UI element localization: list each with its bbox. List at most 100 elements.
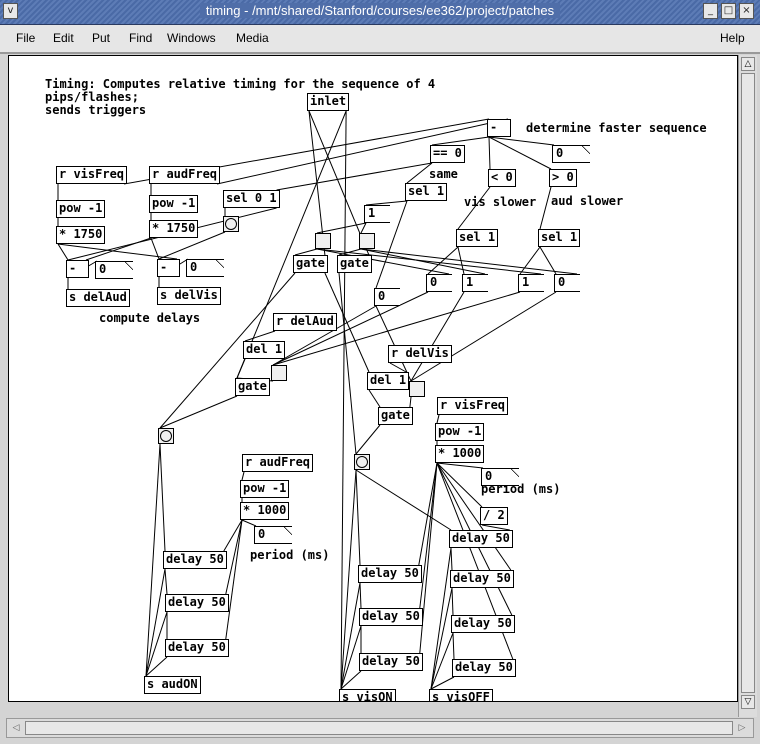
patch-cord[interactable]: [316, 248, 542, 275]
patch-cord[interactable]: [159, 272, 296, 429]
divide-object[interactable]: / 2: [480, 507, 508, 525]
patch-cord[interactable]: [365, 200, 408, 206]
window-menu-icon[interactable]: v: [3, 3, 18, 19]
delay-object[interactable]: delay 50: [165, 594, 229, 612]
message-box[interactable]: 1: [364, 205, 390, 223]
receive-visfreq-object[interactable]: r visFreq: [56, 166, 128, 184]
select-object[interactable]: sel 0 1: [223, 190, 280, 208]
patch-cord[interactable]: [216, 118, 509, 185]
less-than-object[interactable]: < 0: [488, 169, 516, 187]
delay-object[interactable]: delay 50: [451, 615, 515, 633]
patch-cord[interactable]: [451, 587, 454, 616]
patch-cord[interactable]: [389, 362, 407, 373]
patch-cord[interactable]: [340, 469, 357, 690]
pow-object[interactable]: pow -1: [435, 423, 485, 441]
gate-object[interactable]: gate: [235, 378, 270, 396]
patch-cord[interactable]: [145, 611, 168, 677]
inlet-object[interactable]: inlet: [307, 93, 350, 111]
patch-cord[interactable]: [368, 389, 381, 408]
patch-cord[interactable]: [375, 305, 412, 382]
message-box[interactable]: 1: [518, 274, 544, 292]
patch-cord[interactable]: [236, 110, 347, 379]
select-object[interactable]: sel 1: [538, 229, 581, 247]
multiply-object[interactable]: * 1000: [240, 502, 290, 520]
patch-cord[interactable]: [316, 248, 450, 275]
patch-cord[interactable]: [436, 462, 483, 508]
patch-cord[interactable]: [430, 547, 452, 690]
delay-object[interactable]: delay 50: [452, 659, 516, 677]
patch-cord[interactable]: [430, 632, 454, 690]
patch-cord[interactable]: [418, 462, 438, 566]
subtract-object[interactable]: -: [66, 260, 89, 278]
patch-cord[interactable]: [355, 469, 452, 531]
patch-cord[interactable]: [359, 582, 362, 609]
pow-object[interactable]: pow -1: [149, 195, 199, 213]
patch-cord[interactable]: [223, 519, 243, 552]
patch-cord[interactable]: [360, 222, 367, 234]
number-box[interactable]: 0: [186, 259, 224, 277]
receive-audfreq-object[interactable]: r audFreq: [242, 454, 314, 472]
equals-object[interactable]: == 0: [430, 145, 465, 163]
send-visoff-object[interactable]: s visOFF: [429, 689, 493, 701]
menu-windows[interactable]: Windows: [167, 31, 216, 45]
patch-cord[interactable]: [164, 568, 168, 595]
gate-object[interactable]: gate: [337, 255, 372, 273]
patch-cord[interactable]: [338, 272, 357, 455]
pow-object[interactable]: pow -1: [240, 480, 290, 498]
patch-cord[interactable]: [430, 587, 453, 690]
receive-visfreq-object[interactable]: r visFreq: [437, 397, 509, 415]
send-delaud-object[interactable]: s delAud: [66, 289, 130, 307]
horizontal-scroll-thumb[interactable]: [25, 721, 733, 735]
toggle[interactable]: [359, 233, 375, 249]
patch-cord[interactable]: [150, 237, 160, 260]
receive-delvis-object[interactable]: r delVis: [388, 345, 452, 363]
toggle[interactable]: [315, 233, 331, 249]
patch-cord[interactable]: [294, 248, 318, 256]
delay-object[interactable]: delay 50: [165, 639, 229, 657]
bang-button[interactable]: [158, 428, 174, 444]
toggle[interactable]: [409, 381, 425, 397]
menu-media[interactable]: Media: [236, 31, 269, 45]
patch-cord[interactable]: [419, 462, 438, 609]
message-box[interactable]: 0: [554, 274, 580, 292]
patch-cord[interactable]: [409, 396, 412, 408]
patch-cord[interactable]: [481, 524, 510, 531]
patch-cord[interactable]: [225, 519, 243, 595]
patch-cord[interactable]: [241, 519, 257, 527]
close-button[interactable]: ×: [739, 3, 754, 19]
delay-object[interactable]: delay 50: [163, 551, 227, 569]
patch-cord[interactable]: [159, 395, 238, 429]
send-audon-object[interactable]: s audON: [144, 676, 201, 694]
horizontal-scrollbar[interactable]: ◁ ▷: [6, 718, 754, 738]
delay-object[interactable]: delay 50: [359, 608, 423, 626]
number-box[interactable]: 0: [552, 145, 590, 163]
menu-put[interactable]: Put: [92, 31, 111, 45]
patch-cord[interactable]: [450, 547, 453, 571]
patch-cord[interactable]: [340, 670, 362, 690]
patch-cord[interactable]: [272, 305, 377, 366]
patch-cord[interactable]: [316, 222, 367, 234]
patch-cord[interactable]: [360, 248, 486, 275]
menu-help[interactable]: Help: [720, 31, 745, 45]
patch-cord[interactable]: [276, 162, 433, 191]
patch-cord[interactable]: [355, 469, 361, 566]
patch-cord[interactable]: [452, 632, 455, 660]
multiply-object[interactable]: * 1750: [56, 226, 106, 244]
patch-cord[interactable]: [272, 291, 429, 366]
patch-cord[interactable]: [430, 676, 455, 690]
patch-cord[interactable]: [145, 443, 161, 677]
menu-edit[interactable]: Edit: [53, 31, 74, 45]
bang-button[interactable]: [354, 454, 370, 470]
number-box[interactable]: 0: [254, 526, 292, 544]
patch-cord[interactable]: [360, 248, 578, 275]
delay-object[interactable]: delay 50: [450, 570, 514, 588]
subtract-object[interactable]: -: [487, 119, 511, 137]
patch-cord[interactable]: [225, 519, 243, 640]
delay-object[interactable]: del 1: [367, 372, 410, 390]
gate-object[interactable]: gate: [293, 255, 328, 273]
patch-cord[interactable]: [236, 358, 246, 379]
greater-than-object[interactable]: > 0: [549, 169, 577, 187]
delay-object[interactable]: del 1: [243, 341, 286, 359]
patch-cord[interactable]: [340, 625, 362, 690]
patch-cord[interactable]: [355, 424, 381, 455]
